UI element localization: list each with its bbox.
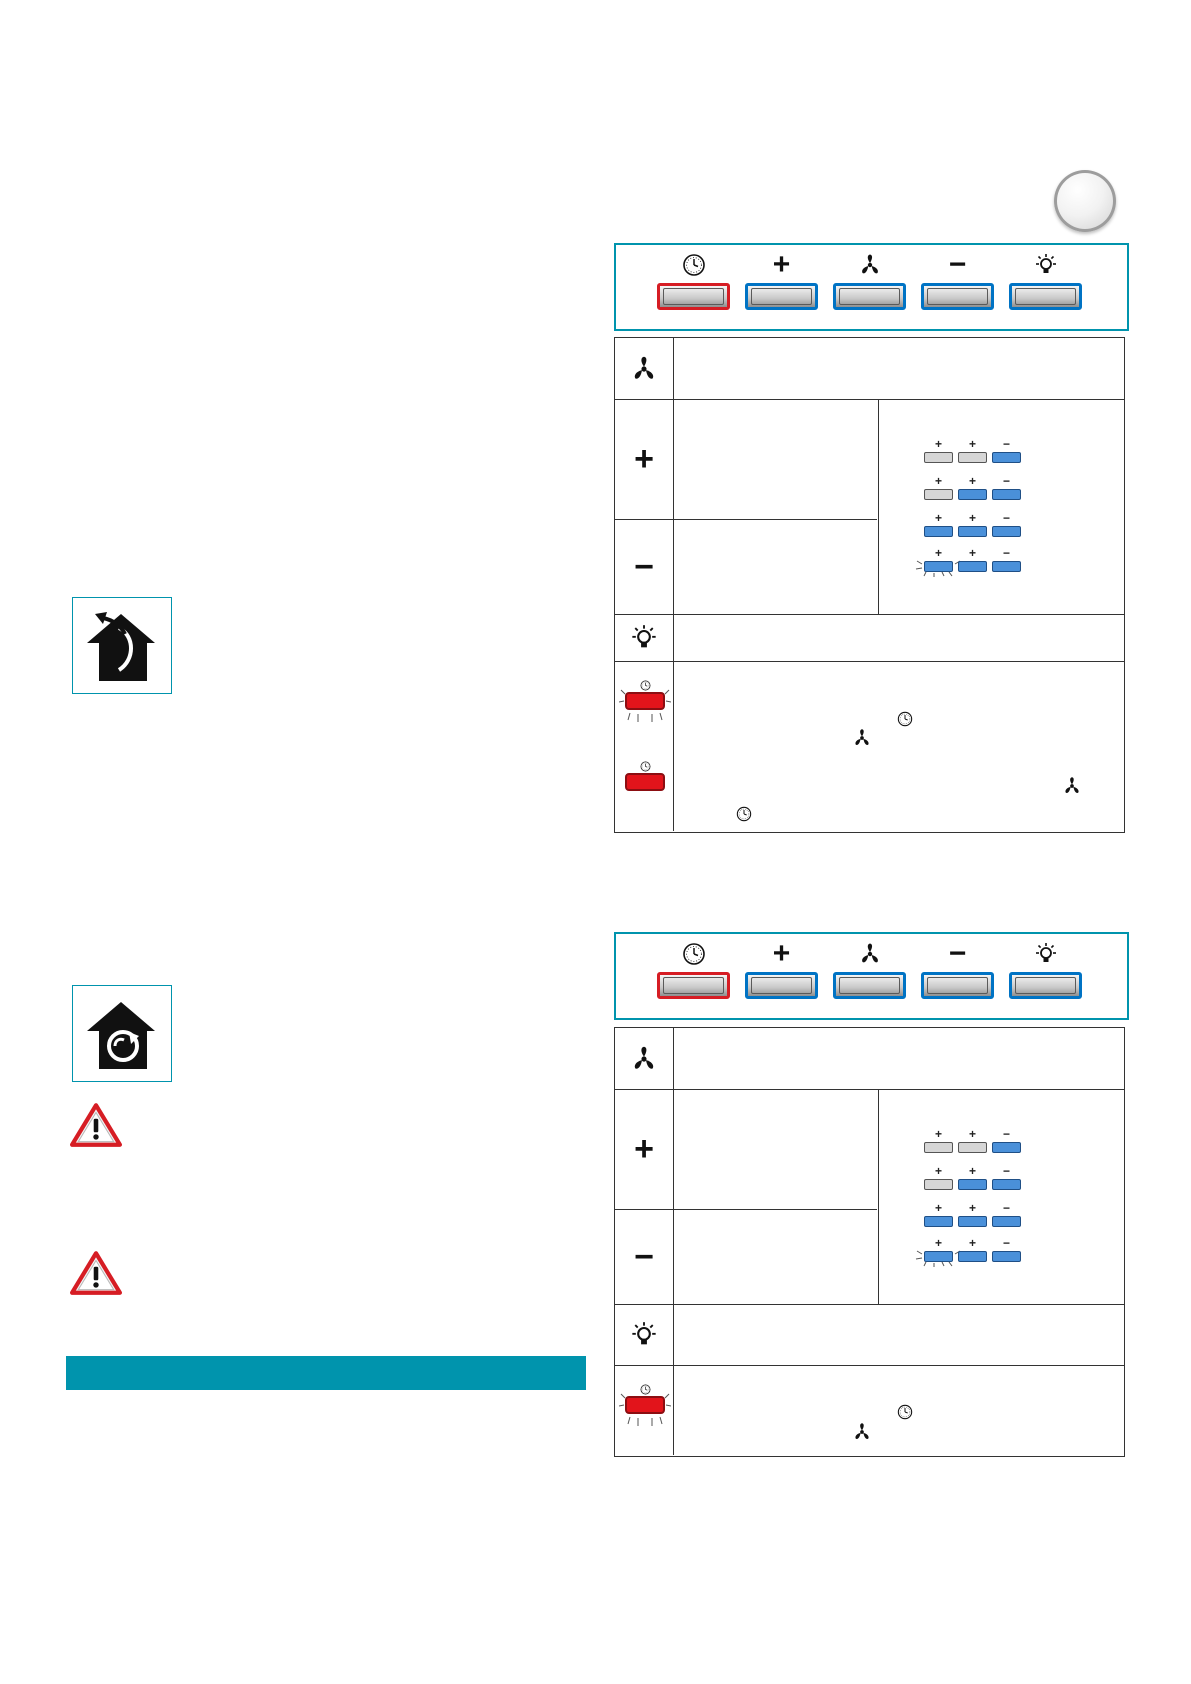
light-button[interactable] bbox=[1009, 972, 1082, 999]
fan-icon bbox=[615, 1028, 673, 1089]
minus-icon: − bbox=[948, 248, 967, 281]
speed-indicator-level-3: + + − bbox=[924, 512, 1024, 537]
section-header-bar bbox=[66, 1356, 586, 1390]
clock-icon bbox=[736, 806, 752, 822]
speed-indicator-level-3: + + − bbox=[924, 1202, 1024, 1227]
control-panel: + − bbox=[614, 243, 1129, 331]
clock-icon bbox=[657, 251, 730, 279]
fan-icon bbox=[852, 1422, 872, 1442]
table-row-line bbox=[615, 661, 1124, 662]
fan-icon bbox=[615, 338, 673, 399]
minus-button[interactable] bbox=[921, 972, 994, 999]
control-panel: + − bbox=[614, 932, 1129, 1020]
table-divider bbox=[673, 338, 674, 831]
timer-button[interactable] bbox=[657, 972, 730, 999]
table-row-line bbox=[615, 614, 1124, 615]
fan-icon bbox=[852, 728, 872, 748]
table-row-line bbox=[615, 1209, 877, 1210]
minus-button[interactable] bbox=[921, 283, 994, 310]
fan-button[interactable] bbox=[833, 972, 906, 999]
table-divider bbox=[878, 399, 879, 614]
plus-icon: + bbox=[634, 1130, 654, 1168]
plus-icon: + bbox=[772, 937, 791, 970]
light-icon bbox=[1009, 940, 1082, 968]
minus-icon: − bbox=[634, 547, 654, 586]
house-box bbox=[72, 985, 172, 1082]
warning-icon bbox=[70, 1103, 122, 1147]
table-divider bbox=[673, 1028, 674, 1455]
speed-indicator-list: + + − + + − + + − + + − bbox=[879, 1090, 1124, 1303]
house-box bbox=[72, 597, 172, 694]
clock-icon bbox=[657, 940, 730, 968]
minus-icon: − bbox=[948, 937, 967, 970]
light-button[interactable] bbox=[1009, 283, 1082, 310]
clock-icon bbox=[897, 1404, 913, 1420]
table-row-line bbox=[615, 1365, 1124, 1366]
table-row-line bbox=[615, 1304, 1124, 1305]
blink-rays-icon bbox=[915, 1250, 961, 1267]
speed-indicator-list: + + − + + − + + − + + − bbox=[879, 400, 1124, 613]
speed-indicator-level-2: + + − bbox=[924, 1165, 1024, 1190]
light-icon bbox=[615, 1304, 673, 1365]
fan-icon bbox=[833, 940, 906, 968]
speed-indicator-level-4: + + − bbox=[915, 547, 1024, 577]
plus-button[interactable] bbox=[745, 283, 818, 310]
timer-blinking-icon bbox=[619, 1384, 671, 1426]
table-row-line bbox=[615, 399, 1124, 400]
function-table: + − + + − + + − + + − bbox=[614, 1027, 1125, 1457]
speed-indicator-level-1: + + − bbox=[924, 438, 1024, 463]
plus-icon: + bbox=[772, 248, 791, 281]
timer-steady-icon bbox=[625, 761, 665, 791]
fan-icon bbox=[833, 251, 906, 279]
speed-indicator-level-1: + + − bbox=[924, 1128, 1024, 1153]
light-icon bbox=[615, 614, 673, 661]
language-badge bbox=[1054, 170, 1116, 232]
timer-indicator-cell bbox=[615, 662, 673, 832]
speed-indicator-level-2: + + − bbox=[924, 475, 1024, 500]
function-table: + − + + − + + − + + − bbox=[614, 337, 1125, 833]
speed-indicator-level-4: + + − bbox=[915, 1237, 1024, 1267]
blink-rays-icon bbox=[915, 560, 961, 577]
fan-icon bbox=[1062, 776, 1082, 796]
house-recirculation-in-icon bbox=[87, 1002, 155, 1069]
timer-indicator-cell bbox=[615, 1366, 673, 1456]
warning-icon bbox=[70, 1251, 122, 1295]
clock-icon bbox=[897, 711, 913, 727]
fan-button[interactable] bbox=[833, 283, 906, 310]
timer-blinking-icon bbox=[619, 680, 671, 722]
plus-button[interactable] bbox=[745, 972, 818, 999]
table-row-line bbox=[615, 519, 877, 520]
timer-button[interactable] bbox=[657, 283, 730, 310]
plus-icon: + bbox=[634, 440, 654, 478]
house-recirculation-out-icon bbox=[87, 612, 155, 681]
table-row-line bbox=[615, 1089, 1124, 1090]
minus-icon: − bbox=[634, 1237, 654, 1276]
table-divider bbox=[878, 1089, 879, 1304]
light-icon bbox=[1009, 251, 1082, 279]
